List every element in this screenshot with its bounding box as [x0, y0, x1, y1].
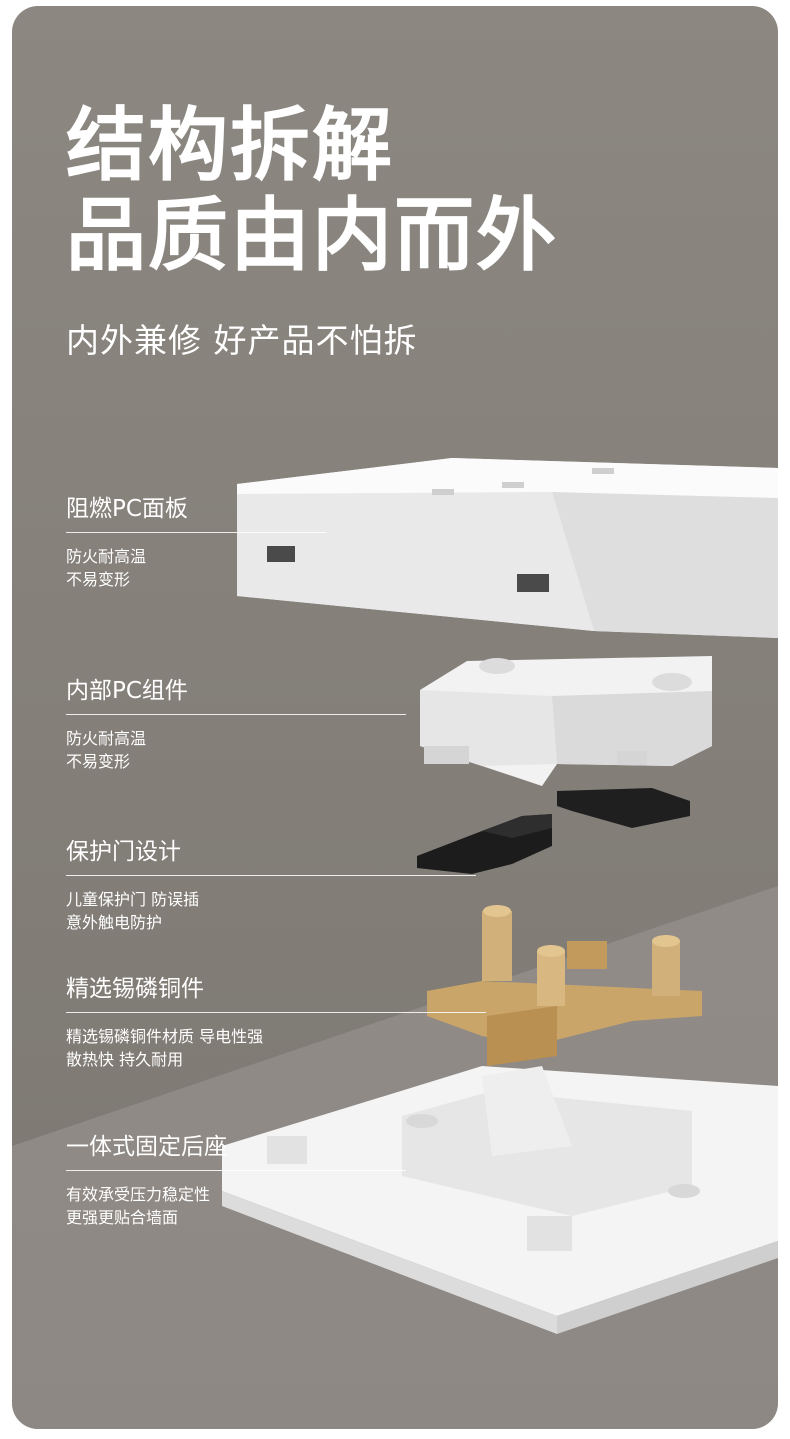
rear-base-illustration	[222, 1066, 778, 1334]
title-line-2: 品质由内而外	[66, 189, 558, 282]
feature-desc-1: 防火耐高温	[66, 547, 147, 566]
feature-name: 一体式固定后座	[66, 1134, 227, 1160]
feature-desc-2: 意外触电防护	[66, 913, 163, 932]
feature-desc-1: 有效承受压力稳定性	[66, 1185, 211, 1204]
feature-pc-panel: 阻燃PC面板 防火耐高温 不易变形	[66, 489, 326, 591]
feature-inner-component: 内部PC组件 防火耐高温 不易变形	[66, 671, 406, 773]
feature-name: 精选锡磷铜件	[66, 976, 204, 1002]
subtitle: 内外兼修 好产品不怕拆	[66, 321, 418, 360]
feature-name: 内部PC组件	[66, 678, 188, 704]
feature-name: 保护门设计	[66, 839, 181, 865]
callout-line	[66, 714, 406, 715]
feature-desc-2: 散热快 持久耐用	[66, 1050, 184, 1069]
feature-desc-2: 不易变形	[66, 570, 131, 589]
feature-desc-2: 不易变形	[66, 752, 131, 771]
shutter-illustration	[417, 788, 690, 874]
callout-line	[66, 1012, 486, 1013]
feature-shutter: 保护门设计 儿童保护门 防误插 意外触电防护	[66, 832, 476, 934]
title-line-1: 结构拆解	[66, 99, 394, 192]
inner-component-illustration	[420, 656, 712, 786]
poster-card: 结构拆解 品质由内而外 内外兼修 好产品不怕拆	[12, 6, 778, 1429]
callout-line	[66, 532, 326, 533]
feature-copper: 精选锡磷铜件 精选锡磷铜件材质 导电性强 散热快 持久耐用	[66, 969, 486, 1071]
pc-panel-illustration	[237, 458, 778, 638]
feature-rear-base: 一体式固定后座 有效承受压力稳定性 更强更贴合墙面	[66, 1127, 406, 1229]
feature-desc-1: 儿童保护门 防误插	[66, 890, 200, 909]
feature-desc-1: 防火耐高温	[66, 729, 147, 748]
callout-line	[66, 1170, 406, 1171]
callout-line	[66, 875, 476, 876]
feature-name: 阻燃PC面板	[66, 496, 188, 522]
feature-desc-1: 精选锡磷铜件材质 导电性强	[66, 1027, 264, 1046]
feature-desc-2: 更强更贴合墙面	[66, 1208, 179, 1227]
copper-parts-illustration	[427, 905, 702, 1066]
